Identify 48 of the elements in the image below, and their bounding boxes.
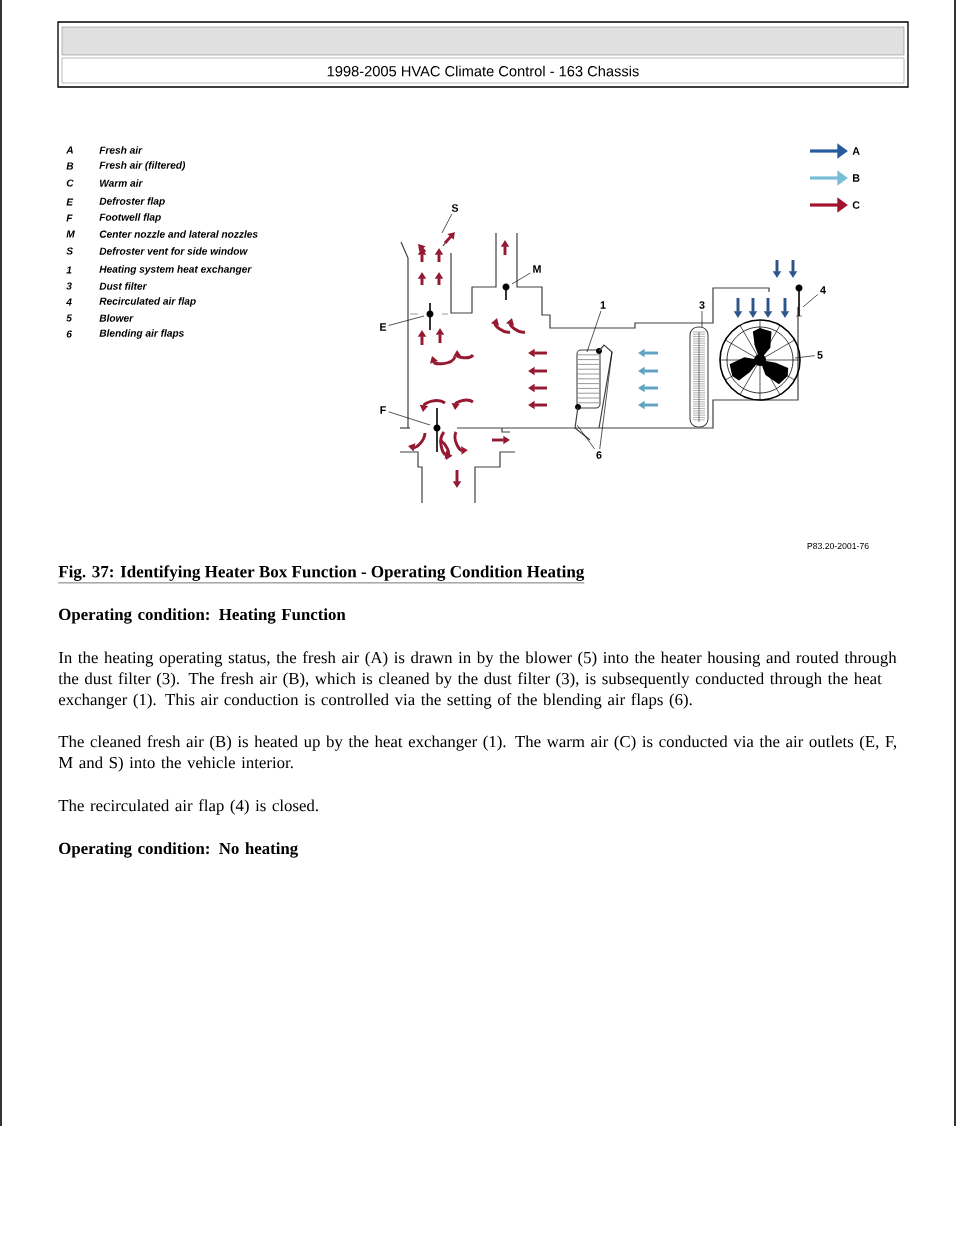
leader-line (388, 411, 431, 426)
leader-line (511, 272, 531, 285)
page-header: 1998-2005 HVAC Climate Control - 163 Chassis (57, 21, 909, 88)
key-description: Blending air flaps (99, 329, 184, 339)
leader-line (586, 310, 602, 353)
section-heading: Operating condition: Heating Function (59, 608, 346, 624)
body-paragraph: In the heating operating status, the fresh air (A) is drawn in by the blower (5) into the heater housing and routed through the dust filter (3). The fresh air (B), which is cleaned by the dust filter (3), is subsequently conducted through the heat exchanger (1). This air conduction is controlled via the setting of the blending air flaps (6). (58, 651, 897, 709)
key-description: Footwell flap (99, 213, 161, 223)
key-description: Fresh air (99, 146, 143, 154)
callout-letter: E (380, 323, 387, 331)
key-description: Blower (99, 314, 134, 322)
leader-line (388, 315, 425, 326)
leader-line (599, 351, 613, 450)
key-description: Heating system heat exchanger (99, 265, 252, 275)
key-description: Defroster vent for side window (99, 247, 248, 255)
leader-line (802, 294, 819, 308)
key-description: Recirculated air flap (99, 297, 196, 307)
key-letter: 6 (66, 330, 72, 338)
figure-code: P83.20-2001-76 (807, 542, 869, 550)
body-paragraph: The recirculated air flap (4) is closed. (58, 799, 318, 815)
callout-letter: F (380, 406, 386, 414)
key-letter: 1 (66, 266, 72, 274)
key-letter: C (66, 179, 74, 187)
key-description: Dust filter (99, 282, 147, 290)
section-heading: Operating condition: No heating (59, 842, 298, 858)
body-paragraph: The cleaned fresh air (B) is heated up by the heat exchanger (1). The warm air (C) is conducted via the air outlets (E, F, M and S) into the vehicle interior. (58, 735, 897, 772)
callout-number: 5 (817, 351, 823, 359)
key-letter: M (66, 230, 75, 238)
key-letter: E (66, 198, 74, 206)
key-description: Defroster flap (99, 197, 165, 207)
key-letter: A (66, 146, 73, 154)
key-description: Fresh air (filtered) (99, 161, 186, 171)
leader-line (441, 213, 453, 234)
callout-number: 4 (820, 286, 826, 294)
leader-line (794, 355, 816, 359)
key-letter: 3 (66, 282, 72, 290)
heater-box-drawing (399, 232, 803, 504)
key-letter: S (66, 247, 73, 255)
figure-caption: Fig. 37: Identifying Heater Box Function - Operating Condition Heating (58, 565, 585, 584)
key-description: Center nozzle and lateral nozzles (99, 230, 258, 238)
callout-letter: S (451, 204, 459, 212)
key-letter: 5 (66, 314, 72, 322)
key-letter: 4 (66, 298, 72, 306)
leader-line (576, 424, 595, 450)
leader-line (701, 310, 703, 328)
key-letter: F (66, 214, 73, 222)
key-description: Warm air (100, 179, 143, 187)
key-letter: B (66, 162, 74, 170)
